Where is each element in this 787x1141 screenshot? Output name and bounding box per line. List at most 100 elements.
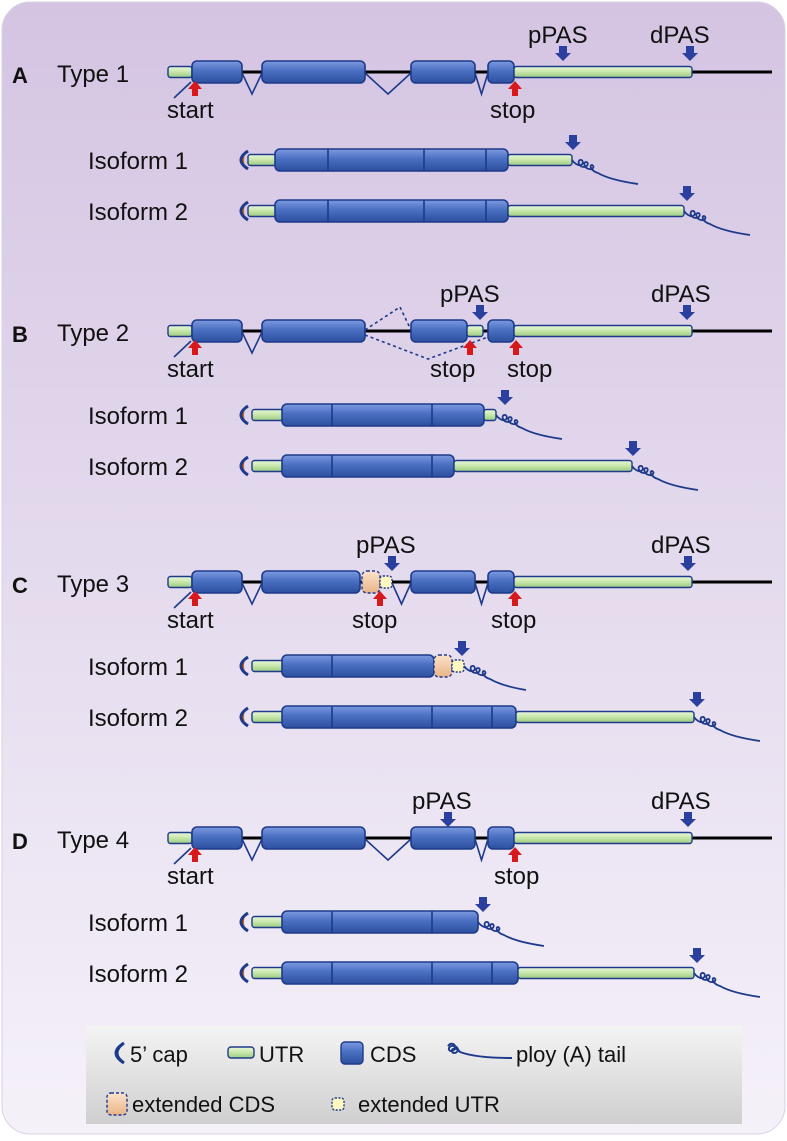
poly-a-tail-icon bbox=[495, 413, 563, 440]
stop-codon-arrow-icon bbox=[509, 340, 523, 355]
stop-label: stop bbox=[352, 607, 397, 634]
panel-type-label: Type 3 bbox=[57, 571, 129, 598]
start-tick bbox=[173, 340, 192, 358]
isoform-transcript bbox=[239, 692, 761, 742]
cds-exon bbox=[410, 60, 476, 84]
isoform-1-label: Isoform 1 bbox=[88, 148, 188, 175]
ppas-label: pPAS bbox=[412, 788, 472, 815]
utr-segment bbox=[515, 710, 695, 724]
isoform-1-label: Isoform 1 bbox=[88, 910, 188, 937]
cds-exon bbox=[191, 319, 243, 343]
isoform-2-label: Isoform 2 bbox=[88, 705, 188, 732]
cds-exon bbox=[487, 60, 515, 84]
poly-a-tail-icon bbox=[463, 664, 527, 691]
utr-3prime bbox=[513, 324, 693, 338]
isoform-transcript bbox=[239, 135, 639, 185]
isoform-1-label: Isoform 1 bbox=[88, 403, 188, 430]
legend-ext-utr-label: extended UTR bbox=[358, 1092, 500, 1117]
poly-a-tail-icon bbox=[693, 971, 761, 998]
pas-arrow-icon bbox=[625, 441, 641, 456]
start-label: start bbox=[167, 97, 214, 124]
ppas-arrow-icon bbox=[440, 812, 456, 827]
extended-utr bbox=[451, 659, 465, 673]
ppas-arrow-icon bbox=[555, 46, 571, 61]
cap-icon bbox=[239, 404, 249, 426]
utr-3prime bbox=[513, 575, 693, 589]
stop-codon-arrow-icon bbox=[508, 81, 522, 96]
pas-arrow-icon bbox=[679, 186, 695, 201]
isoform-1-label: Isoform 1 bbox=[88, 654, 188, 681]
utr-5prime bbox=[167, 831, 193, 845]
legend-cds-label: CDS bbox=[370, 1042, 416, 1067]
legend-box bbox=[86, 1026, 742, 1124]
utr-segment bbox=[453, 459, 633, 473]
cds-exon bbox=[191, 826, 243, 850]
dpas-label: dPAS bbox=[650, 22, 710, 49]
cds-exon bbox=[281, 705, 517, 729]
ext-cds-legend-icon bbox=[106, 1092, 128, 1116]
utr-segment bbox=[251, 459, 285, 473]
utr-segment bbox=[247, 204, 277, 218]
utr-legend-icon bbox=[227, 1046, 255, 1059]
utr-segment bbox=[251, 966, 285, 980]
isoform-2-label: Isoform 2 bbox=[88, 961, 188, 988]
cds-exon bbox=[191, 570, 243, 594]
poly-a-tail-icon bbox=[571, 158, 639, 185]
cds-exon bbox=[261, 60, 366, 84]
stop-label: stop bbox=[491, 607, 536, 634]
cap-icon bbox=[239, 455, 249, 477]
splice-line bbox=[364, 838, 412, 862]
panel-type-label: Type 1 bbox=[57, 61, 129, 88]
dpas-arrow-icon bbox=[680, 812, 696, 827]
extended-cds bbox=[361, 570, 381, 594]
cds-exon bbox=[410, 570, 476, 594]
cds-exon bbox=[261, 826, 366, 850]
stop-codon-arrow-icon bbox=[373, 591, 387, 606]
splice-line bbox=[241, 72, 263, 96]
stop-codon-arrow-icon bbox=[508, 591, 522, 606]
isoform-transcript bbox=[239, 390, 563, 440]
ppas-label: pPAS bbox=[528, 22, 588, 49]
poly-a-tail-icon bbox=[693, 715, 761, 742]
extended-utr bbox=[379, 575, 393, 589]
legend-tail-label: ploy (A) tail bbox=[516, 1042, 626, 1067]
ppas-arrow-icon bbox=[384, 556, 400, 571]
splice-line bbox=[474, 838, 489, 863]
utr-segment bbox=[507, 153, 573, 167]
legend-utr-label: UTR bbox=[259, 1042, 304, 1067]
poly-a-tail-icon bbox=[631, 464, 699, 491]
start-tick bbox=[173, 81, 192, 99]
cap-icon bbox=[239, 200, 249, 222]
cds-legend-icon bbox=[340, 1041, 364, 1065]
start-tick bbox=[173, 847, 192, 865]
cds-exon bbox=[191, 60, 243, 84]
stop-codon-arrow-icon bbox=[463, 340, 477, 355]
splice-line bbox=[241, 838, 263, 862]
start-tick bbox=[173, 591, 192, 609]
stop-label: stop bbox=[494, 863, 539, 890]
cap-icon bbox=[239, 149, 249, 171]
utr-3prime bbox=[513, 831, 693, 845]
utr-5prime bbox=[167, 65, 193, 79]
extended-cds bbox=[433, 654, 453, 678]
stop-codon-arrow-icon bbox=[508, 847, 522, 862]
dpas-arrow-icon bbox=[679, 305, 695, 320]
legend-ext-cds-label: extended CDS bbox=[132, 1092, 275, 1117]
start-label: start bbox=[167, 607, 214, 634]
utr-segment bbox=[247, 153, 277, 167]
start-codon-arrow-icon bbox=[188, 847, 202, 862]
dpas-arrow-icon bbox=[682, 46, 698, 61]
cds-exon bbox=[274, 148, 509, 172]
panel-letter: A bbox=[12, 63, 28, 88]
utr-segment bbox=[507, 204, 685, 218]
cds-exon bbox=[487, 826, 515, 850]
cds-exon bbox=[261, 319, 366, 343]
cap-icon bbox=[239, 655, 249, 677]
stop-label: stop bbox=[490, 97, 535, 124]
isoform-transcript bbox=[239, 641, 527, 691]
splice-line bbox=[364, 72, 412, 96]
